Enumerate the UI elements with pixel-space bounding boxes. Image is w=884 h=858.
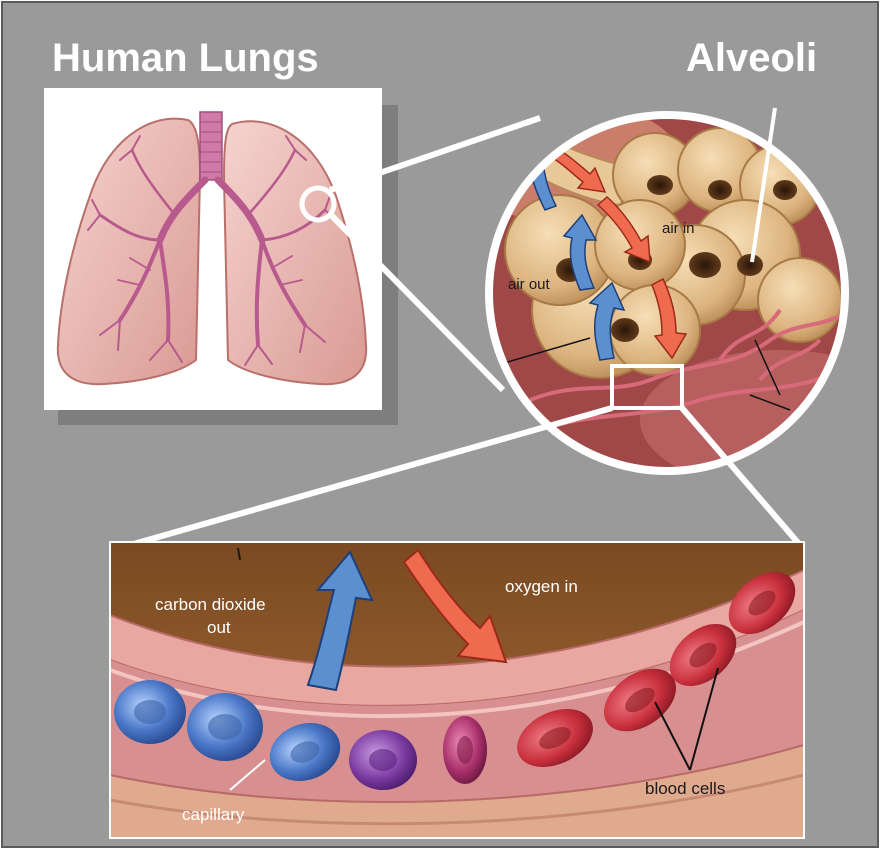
capillary-label: capillary: [182, 805, 245, 824]
alveolus-sac: [758, 258, 842, 342]
oxygen-in-label: oxygen in: [505, 577, 578, 596]
carbon-dioxide-label: carbon dioxide: [155, 595, 266, 614]
blood-cells-label: blood cells: [645, 779, 725, 798]
human-lungs-title: Human Lungs: [52, 36, 319, 80]
capillary-panel: carbon dioxide out oxygen in capillary b…: [110, 542, 807, 838]
air-in-label: air in: [662, 220, 695, 237]
carbon-dioxide-out-label: out: [207, 618, 231, 637]
alveoli-title: Alveoli: [686, 36, 817, 80]
air-out-label: air out: [508, 276, 551, 293]
lungs-panel: [44, 88, 398, 425]
